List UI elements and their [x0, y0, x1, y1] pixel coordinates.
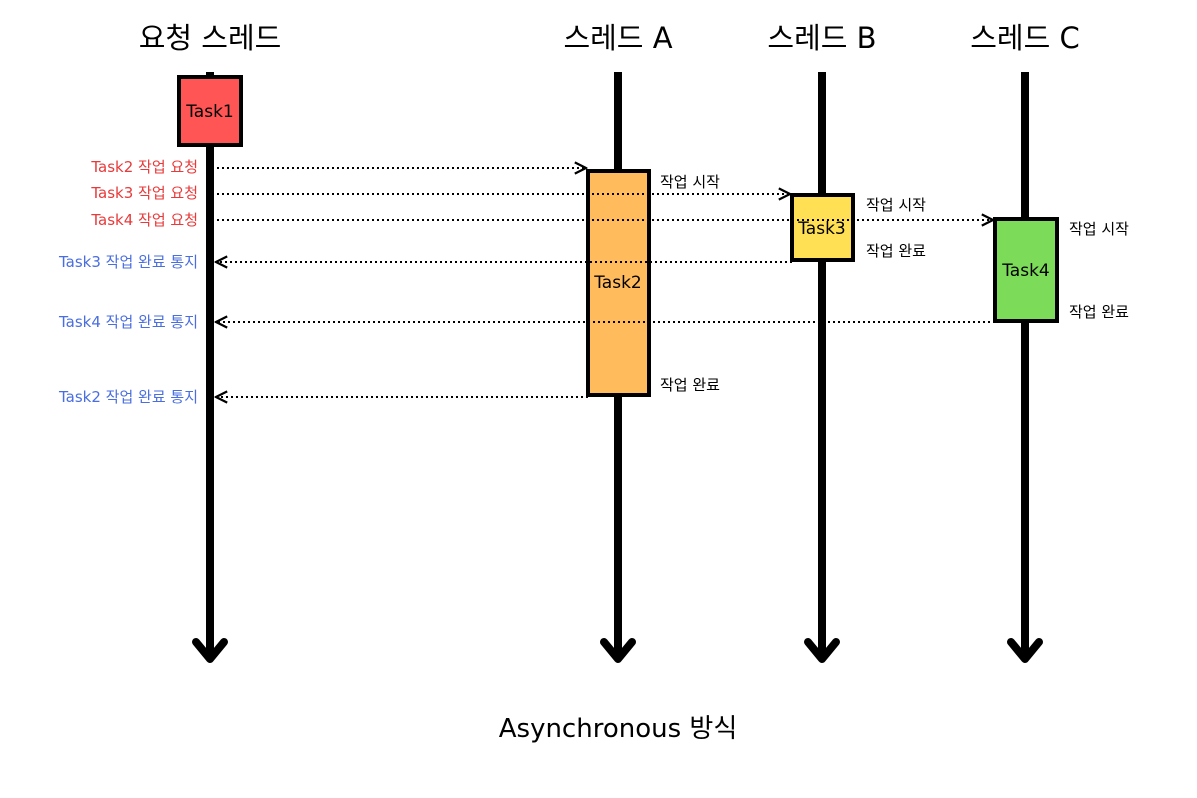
task3-label: Task3 — [797, 219, 846, 239]
note-b-start: 작업 시작 — [866, 196, 926, 214]
note-c-end: 작업 완료 — [1069, 303, 1129, 321]
lane-title-b: 스레드 B — [767, 21, 876, 55]
task2-box — [586, 169, 651, 397]
lane-title-a: 스레드 A — [563, 21, 672, 55]
notify-label-task4: Task4 작업 완료 통지 — [58, 313, 198, 331]
task4-label: Task4 — [1001, 261, 1050, 281]
lifeline-c — [1007, 72, 1043, 663]
note-b-end: 작업 완료 — [866, 242, 926, 260]
lane-title-c: 스레드 C — [970, 21, 1080, 55]
request-label-task3: Task3 작업 요청 — [90, 184, 198, 202]
task1-box — [177, 75, 243, 147]
task2-label: Task2 — [593, 273, 642, 293]
lifeline-b — [804, 72, 840, 663]
diagram-caption: Asynchronous 방식 — [499, 714, 738, 744]
request-label-task2: Task2 작업 요청 — [90, 158, 198, 176]
request-label-task4: Task4 작업 요청 — [90, 211, 198, 229]
lifeline-request — [192, 72, 228, 663]
lane-title-request: 요청 스레드 — [139, 21, 282, 55]
notify-label-task3: Task3 작업 완료 통지 — [58, 253, 198, 271]
task4-box — [993, 217, 1059, 323]
note-c-start: 작업 시작 — [1069, 220, 1129, 238]
task1-label: Task1 — [185, 102, 234, 122]
note-a-start: 작업 시작 — [660, 173, 720, 191]
note-a-end: 작업 완료 — [660, 376, 720, 394]
task3-box — [790, 193, 855, 262]
notify-label-task2: Task2 작업 완료 통지 — [58, 388, 198, 406]
